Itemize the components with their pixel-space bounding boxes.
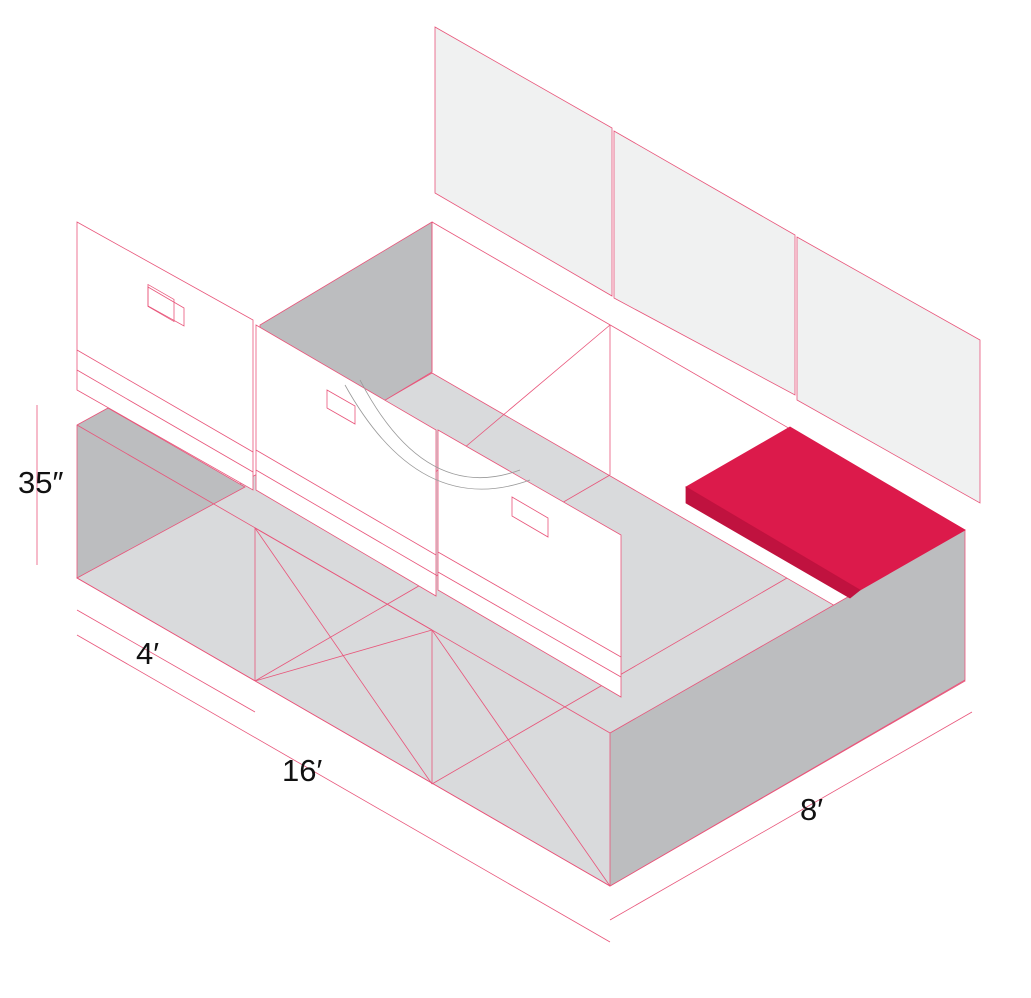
back-panel-3 xyxy=(796,236,981,504)
back-panel-2 xyxy=(613,130,796,396)
module-length-label: 4′ xyxy=(136,636,160,671)
back-panel-1 xyxy=(434,26,613,297)
panel-handle-1b xyxy=(147,286,185,327)
width-label: 8′ xyxy=(800,792,824,827)
left-end-wall xyxy=(76,407,246,579)
base-front-face xyxy=(609,529,966,887)
panel-handle-2 xyxy=(326,389,356,425)
front-panel-1 xyxy=(76,221,254,491)
front-panel-3 xyxy=(437,429,622,698)
front-panel-2 xyxy=(255,324,437,597)
total-length-label: 16′ xyxy=(282,753,323,788)
cushion-side xyxy=(685,486,861,599)
panel-handle-3 xyxy=(511,496,549,538)
logo-watermark xyxy=(344,379,531,490)
height-label: 35″ xyxy=(18,465,64,500)
